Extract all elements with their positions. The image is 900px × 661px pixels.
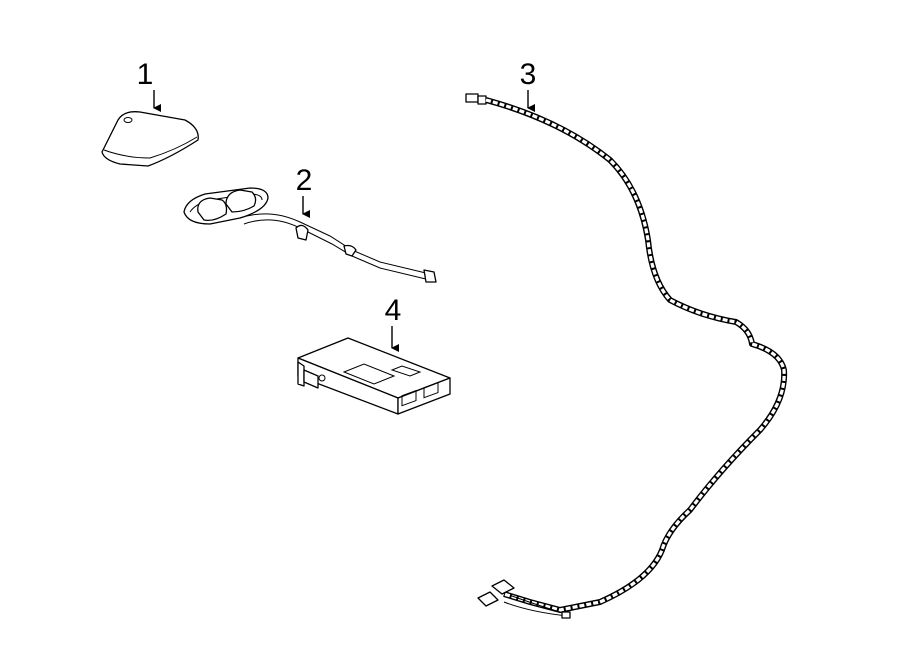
callout-1-label: 1 (137, 58, 154, 91)
wiring-harness-cable-icon (465, 93, 788, 619)
callout-4-label: 4 (385, 294, 402, 327)
part-1-antenna-cover[interactable]: 1 (101, 58, 199, 167)
part-2-antenna-base[interactable]: 2 (183, 164, 437, 283)
antenna-base-with-cable-icon (183, 187, 437, 283)
antenna-cover-icon (101, 111, 199, 167)
part-3-wiring-harness[interactable]: 3 (465, 58, 788, 619)
part-4-control-module[interactable]: 4 (297, 294, 451, 415)
callout-2-label: 2 (296, 164, 313, 197)
control-module-icon (297, 337, 451, 415)
callout-3-label: 3 (520, 58, 537, 91)
